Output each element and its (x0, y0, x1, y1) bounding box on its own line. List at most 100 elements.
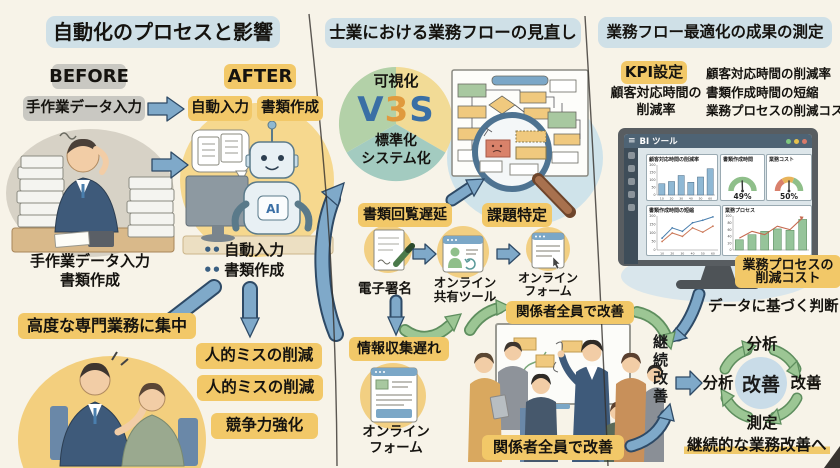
online-form-icon (531, 232, 565, 270)
sidebar-icon (627, 191, 635, 198)
data-judgement-label: データに基づく判断 (708, 299, 839, 315)
svg-text:40: 40 (691, 251, 695, 255)
robot-bullet-2: ••書類作成 (203, 261, 285, 279)
svg-text:20: 20 (670, 196, 674, 200)
arrow-tool1-tool2 (412, 243, 437, 265)
menu-icon: ≡ (628, 135, 636, 146)
svg-text:50: 50 (701, 251, 705, 255)
yellow-dot-icon (794, 138, 799, 144)
svg-text:200: 200 (649, 163, 655, 167)
svg-text:49%: 49% (734, 192, 752, 200)
kpi-item-2: 書類作成時間の短縮 (706, 85, 819, 100)
kpi-sub-1: 顧客対応時間の (610, 86, 702, 101)
result-badge-2: 人的ミスの削減 (197, 375, 323, 401)
bullet-dots-icon: •• (203, 241, 221, 259)
svg-text:0: 0 (729, 248, 731, 252)
result-badge-1: 人的ミスの削減 (196, 343, 322, 369)
doc-create-badge: 書類作成 (257, 96, 323, 121)
arrow-keizoku-cycle (675, 370, 703, 396)
cycle-label-right: 改善 (790, 374, 822, 392)
middle-panel-title: 士業における業務フローの見直し (325, 18, 581, 48)
form-label-2: フォーム (369, 440, 423, 456)
tool3-label-2: フォーム (524, 284, 572, 298)
divider-middle-right (584, 15, 609, 467)
bi-window-title: BI ツール (639, 137, 678, 147)
info-form-icon (370, 367, 418, 423)
v3s-label-std: 標準化 (375, 133, 417, 149)
auto-input-badge: 自動入力 (188, 96, 252, 121)
result-badge-3: 競争力強化 (211, 413, 318, 439)
arrow-worker-robot (151, 151, 189, 179)
blue-arrows (147, 96, 703, 396)
sidebar-icon (627, 178, 635, 185)
form-label-1: オンライン (362, 424, 430, 440)
window-dots (786, 138, 807, 144)
svg-text:50: 50 (651, 240, 655, 244)
svg-text:200: 200 (649, 214, 655, 218)
bullet-dots-icon: •• (203, 261, 221, 279)
bi-sidebar (624, 148, 638, 264)
identify-badge: 課題特定 (482, 203, 552, 227)
svg-text:150: 150 (649, 171, 655, 175)
svg-text:60: 60 (708, 196, 712, 200)
svg-text:0: 0 (653, 193, 655, 197)
svg-text:100: 100 (725, 214, 731, 218)
tool2-label-2: 共有ツール (433, 289, 497, 304)
v3s-label-top: 可視化 (373, 72, 419, 90)
sidebar-icon (627, 204, 635, 211)
page-corner (824, 446, 840, 468)
svg-text:30: 30 (681, 251, 685, 255)
improve-bottom-badge: 関係者全員で改善 (482, 435, 624, 460)
svg-text:150: 150 (649, 223, 655, 227)
svg-text:30: 30 (679, 196, 683, 200)
svg-text:60: 60 (727, 228, 731, 232)
bi-panel-gauge-1: 書類作成時間 49% (720, 154, 765, 201)
left-panel-title: 自動化のプロセスと影響 (46, 16, 280, 48)
arrow-before-after (147, 96, 185, 122)
v3s-logo: V3S (357, 90, 435, 130)
bi-panel-gauge-2: 業務コスト 50% (766, 154, 812, 201)
robot-illustration: AI (182, 120, 334, 255)
right-panel-title: 業務フロー最適化の成果の測定 (598, 17, 832, 48)
svg-text:40: 40 (689, 196, 693, 200)
cycle-label-bottom: 測定 (746, 414, 778, 432)
svg-text:50: 50 (699, 196, 703, 200)
kpi-item-1: 顧客対応時間の削減率 (706, 66, 832, 81)
svg-text:60: 60 (711, 251, 715, 255)
cycle-center-label: 改善 (735, 357, 787, 409)
svg-text:50: 50 (651, 186, 655, 190)
gauge-chart: 49% (728, 176, 757, 200)
e-signature-icon (373, 229, 415, 271)
svg-text:50%: 50% (780, 192, 798, 200)
svg-text:20: 20 (670, 251, 674, 255)
cycle-label-top: 分析 (746, 335, 778, 353)
improve-top-badge: 関係者全員で改善 (506, 301, 634, 324)
svg-text:0: 0 (653, 248, 655, 252)
svg-text:20: 20 (727, 241, 731, 245)
flowchart-illustration (451, 69, 589, 218)
ai-chest-label: AI (266, 202, 280, 216)
before-badge: BEFORE (49, 64, 129, 89)
monitor-stand (700, 266, 736, 282)
divider-left-middle (308, 13, 338, 467)
svg-text:40: 40 (727, 235, 731, 239)
robot-bullet-1: ••自動入力 (203, 241, 285, 259)
tool3-label-1: オンライン (517, 271, 578, 285)
green-arrows (399, 298, 803, 425)
v3s-circle (338, 66, 454, 182)
continuous-improvement-label: 継続改善 (651, 334, 669, 406)
kpi-badge: KPI設定 (621, 61, 687, 84)
gauge-chart: 50% (774, 176, 804, 200)
online-share-tool-icon (442, 235, 484, 273)
tool2-label-1: オンライン (433, 275, 497, 290)
svg-text:10: 10 (660, 196, 664, 200)
sidebar-icon (627, 165, 635, 172)
svg-text:100: 100 (649, 231, 655, 235)
